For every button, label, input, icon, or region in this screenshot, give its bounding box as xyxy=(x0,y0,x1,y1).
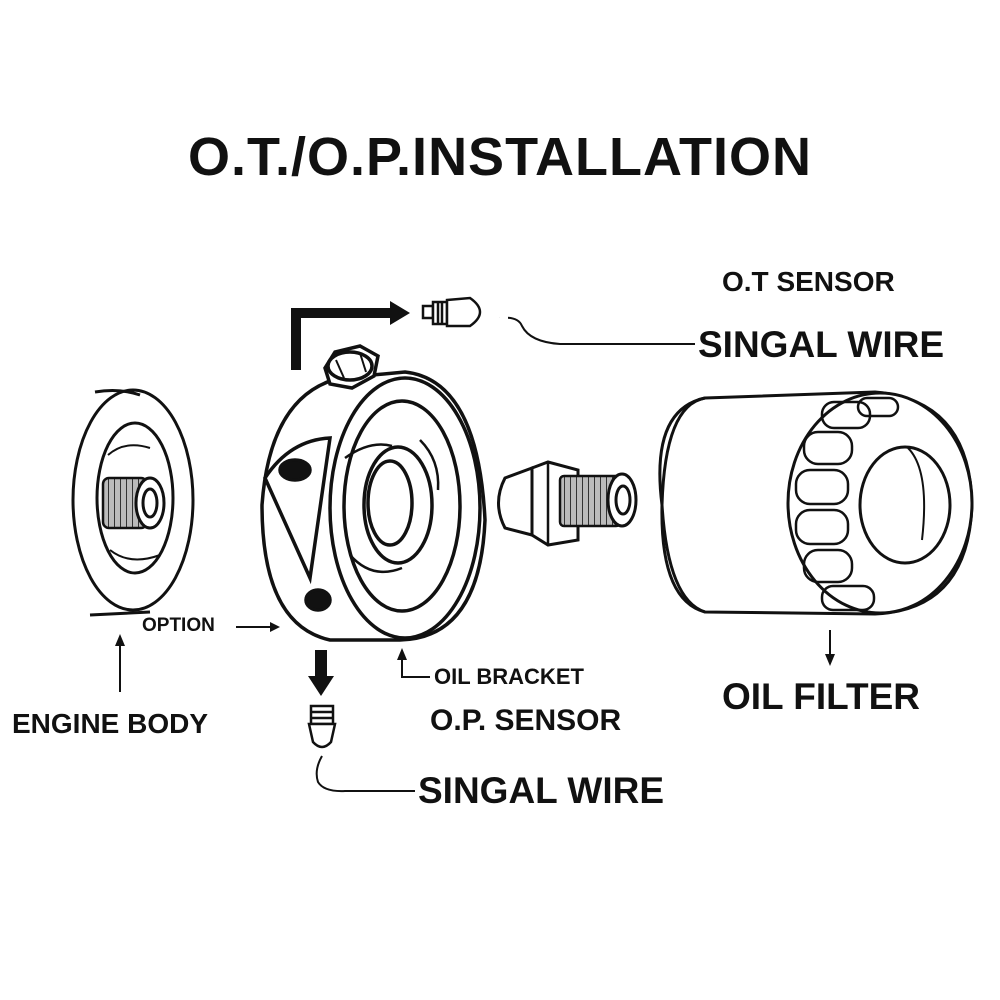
ot-signal-wire-label: SINGAL WIRE xyxy=(698,324,944,365)
ot-sensor xyxy=(421,296,482,328)
callout-arrows xyxy=(115,622,835,692)
engine-body-label: ENGINE BODY xyxy=(12,708,209,739)
threaded-fitting xyxy=(497,460,638,547)
engine-body xyxy=(71,388,195,617)
page-title: O.T./O.P.INSTALLATION xyxy=(187,127,813,187)
op-sensor xyxy=(307,704,337,749)
op-sensor-label: O.P. SENSOR xyxy=(430,704,622,737)
oil-bracket-label: OIL BRACKET xyxy=(434,664,584,689)
ot-signal-wire-leader xyxy=(499,316,695,345)
op-direction-arrow xyxy=(308,676,334,696)
op-signal-wire-leader xyxy=(315,755,415,793)
op-signal-wire-label: SINGAL WIRE xyxy=(418,770,664,811)
ot-direction-arrow xyxy=(291,308,395,370)
ot-sensor-label: O.T SENSOR xyxy=(722,266,895,297)
option-label: OPTION xyxy=(142,615,215,636)
oil-bracket-adapter xyxy=(260,344,487,642)
oil-filter xyxy=(658,390,974,616)
oil-filter-label: OIL FILTER xyxy=(722,676,921,717)
